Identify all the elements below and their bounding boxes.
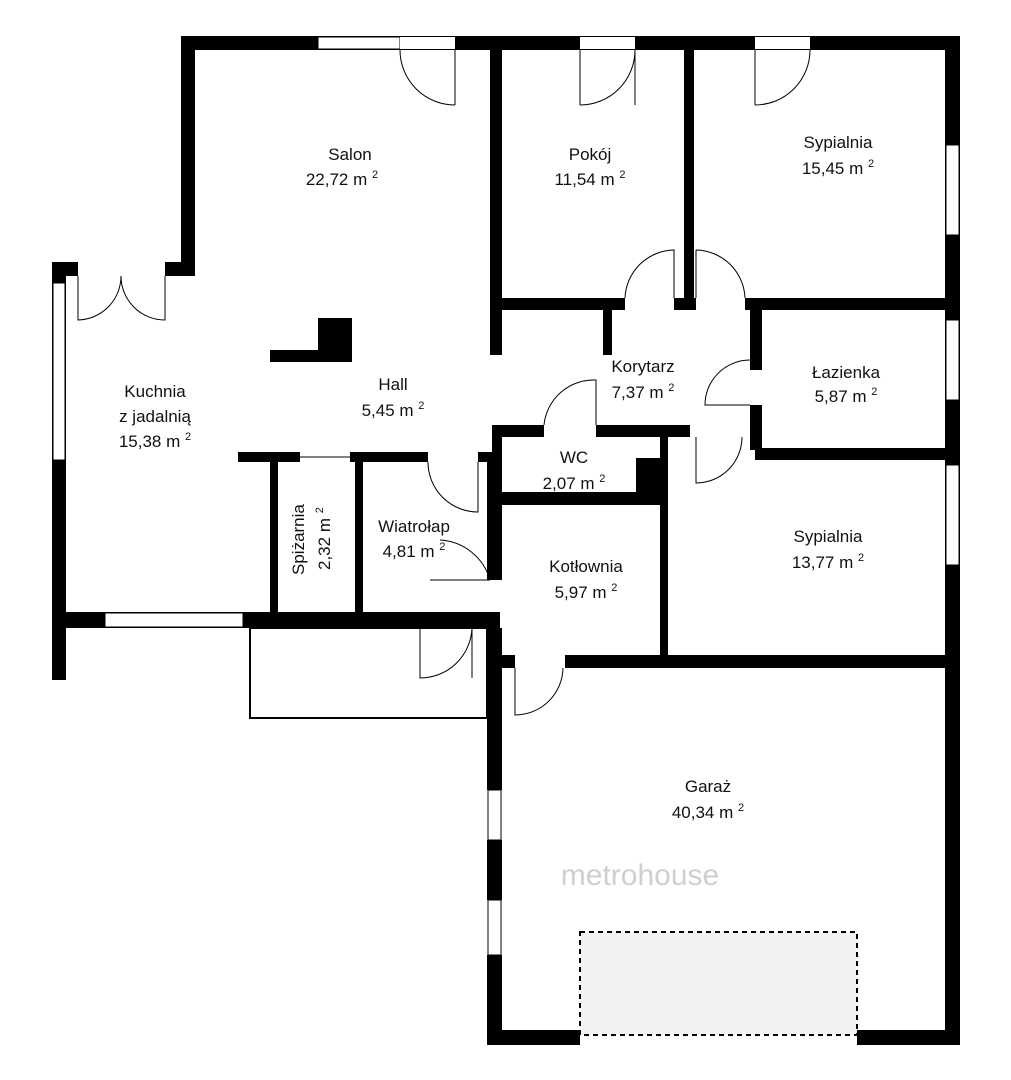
room-hall-name: Hall [378,375,407,394]
room-salon-name: Salon [328,145,371,164]
room-pokoj-area: 11,54 m 2 [554,169,625,189]
room-pokoj-name: Pokój [569,145,612,164]
room-labels: Salon 22,72 m 2 Pokój 11,54 m 2 Sypialni… [119,133,881,822]
room-korytarz-area: 7,37 m 2 [612,382,675,402]
room-kuchnia-name: Kuchnia [124,382,186,401]
room-kotlownia-area: 5,97 m 2 [555,582,618,602]
room-wc-name: WC [560,448,588,467]
doors [77,49,811,716]
room-kuchnia-name2: z jadalnią [119,407,191,426]
room-garaz-area: 40,34 m 2 [672,802,744,822]
terrace [249,627,488,719]
room-sypialnia1-area: 15,45 m 2 [802,158,874,178]
room-garaz-name: Garaż [685,777,731,796]
room-salon-area: 22,72 m 2 [306,169,378,189]
room-lazienka-name: Łazienka [812,363,881,382]
room-sypialnia1-name: Sypialnia [804,133,874,152]
room-kotlownia-name: Kotłownia [549,557,623,576]
room-korytarz-name: Korytarz [611,357,674,376]
room-hall-area: 5,45 m 2 [362,400,425,420]
room-wiatrolap-area: 4,81 m 2 [383,541,446,561]
room-lazienka-area: 5,87 m 2 [815,386,878,406]
room-kuchnia-area: 15,38 m 2 [119,431,191,451]
room-sypialnia2-area: 13,77 m 2 [792,552,864,572]
windows [52,36,960,956]
watermark: metrohouse [561,859,719,892]
room-sypialnia2-name: Sypialnia [794,527,864,546]
room-spizarnia-name: Spiżarnia [289,504,308,575]
garage-door [579,931,858,1036]
room-wiatrolap-name: Wiatrołap [378,517,450,536]
room-spizarnia-area: 2,32 m 2 [314,507,334,570]
room-wc-area: 2,07 m 2 [543,473,606,493]
